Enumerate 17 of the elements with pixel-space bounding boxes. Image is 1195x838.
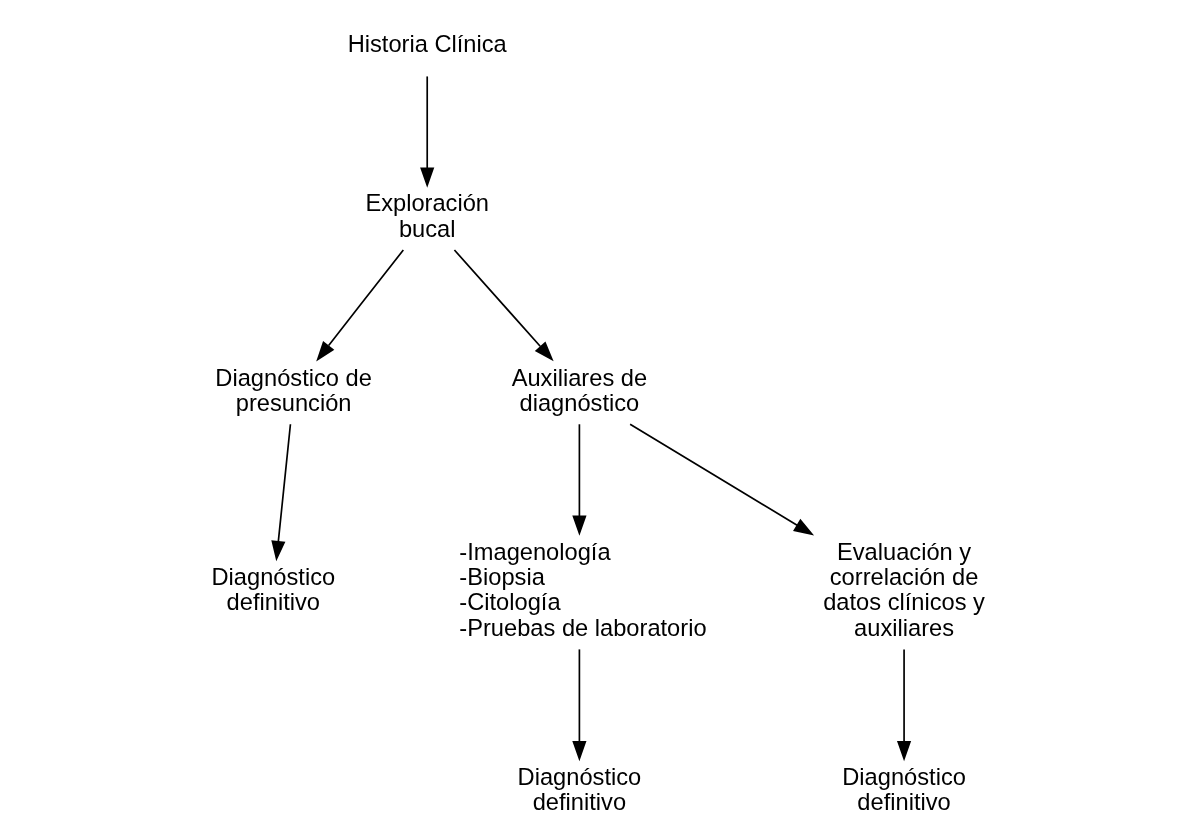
arrow [419, 75, 434, 188]
node-text: Historia Clínica [347, 30, 507, 57]
arrow [571, 648, 586, 762]
arrow [315, 249, 404, 362]
node-text: Exploración bucal [364, 190, 489, 242]
arrow [628, 423, 814, 536]
node-text: Diagnóstico definitivo [517, 763, 641, 815]
arrow [571, 423, 586, 536]
node-text: Diagnóstico de presunción [214, 364, 372, 416]
arrow [270, 423, 291, 562]
node-text: Evaluación y correlación de datos clínicos y auxiliares [822, 538, 985, 641]
node-text: -Imagenología -Biopsia -Citología -Pruebas de laboratorio [458, 538, 707, 641]
node-text: Diagnóstico definitivo [211, 564, 335, 616]
node-text: Auxiliares de diagnóstico [511, 364, 647, 416]
arrow [453, 249, 554, 362]
node-text: Diagnóstico definitivo [841, 763, 966, 815]
arrow [896, 648, 911, 762]
